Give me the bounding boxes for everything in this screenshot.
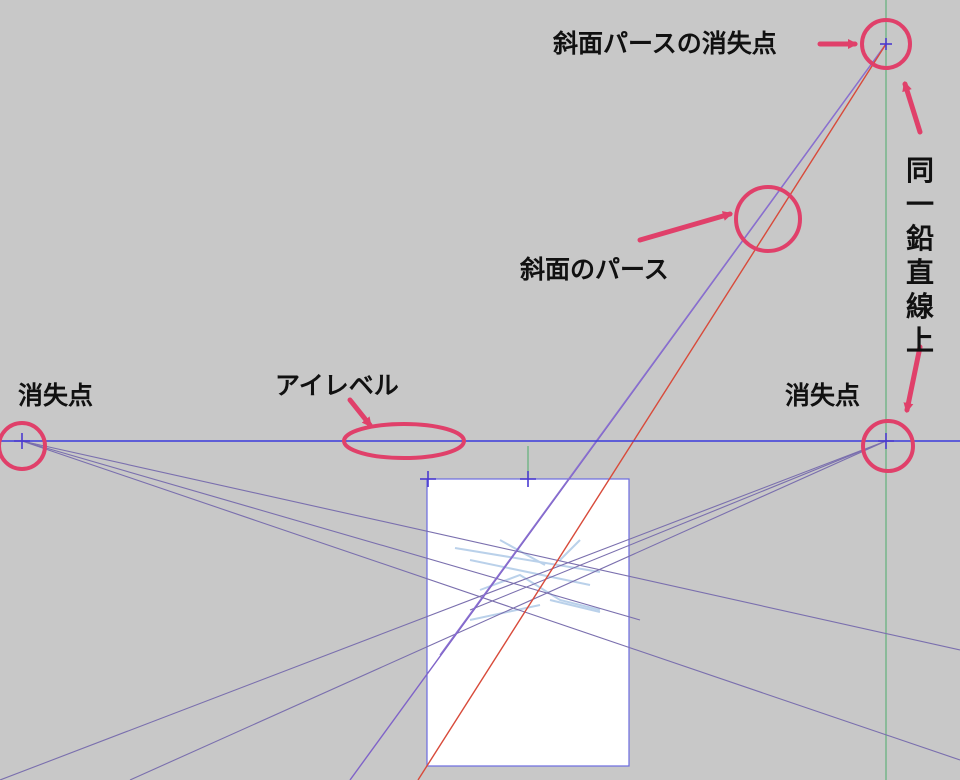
- slope-line-red: [417, 43, 887, 780]
- label-slope-vp: 斜面パースの消失点: [552, 29, 777, 58]
- label-eye-level: アイレベル: [275, 371, 399, 400]
- vertical-char: 鉛: [906, 222, 934, 255]
- vertical-char: 同: [906, 154, 934, 187]
- label-left-vp: 消失点: [18, 381, 93, 410]
- vertical-char: 一: [906, 188, 934, 221]
- label-slope-perspective: 斜面のパース: [519, 255, 669, 284]
- right-vp-perspective-lines: [0, 440, 887, 780]
- vertical-char: 直: [906, 256, 934, 289]
- left-vp-perspective-lines: [21, 440, 960, 761]
- drawing-canvas-page: [426, 478, 630, 767]
- vertical-char: 線: [906, 290, 934, 323]
- highlight-left-vp: [0, 421, 47, 471]
- highlight-slope-vp: [860, 18, 912, 70]
- annotation-arrows: [347, 39, 923, 428]
- slope-line-purple-2: [439, 43, 887, 656]
- highlight-eye-level: [342, 422, 466, 460]
- highlight-right-vp: [861, 419, 915, 473]
- crosshair-markers: [14, 38, 894, 487]
- highlight-slope-line: [734, 185, 802, 253]
- label-right-vp: 消失点: [785, 381, 860, 410]
- annotation-highlights: [0, 18, 915, 473]
- label-vertical-note: 同 一 鉛 直 線 上: [906, 154, 934, 357]
- vertical-char: 上: [906, 324, 934, 357]
